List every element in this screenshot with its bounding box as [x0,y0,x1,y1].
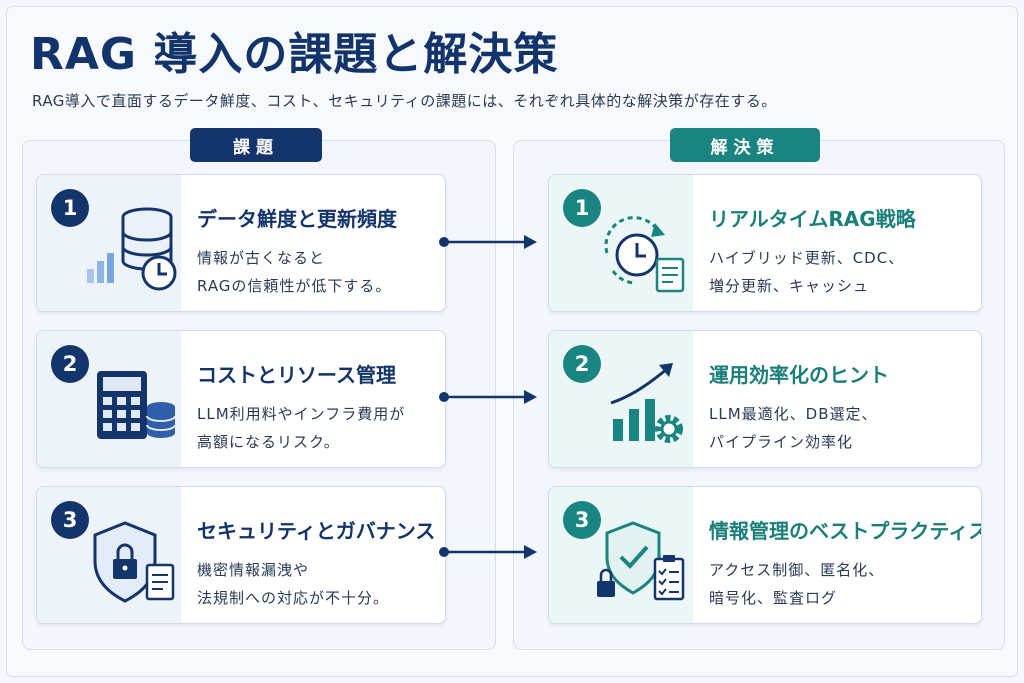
page-subtitle: RAG導入で直面するデータ鮮度、コスト、セキュリティの課題には、それぞれ具体的な… [32,92,777,110]
solution-card-2: 2 運用効率化のヒント LLM最適化、DB選定、 パイプライン効率化 [548,330,982,468]
number-badge: 1 [563,189,601,227]
database-clock-icon [87,207,177,291]
growth-chart-gear-icon [610,363,683,443]
arrow-connector-2 [439,390,537,404]
solution-heading: 情報管理のベストプラクティス [709,519,982,543]
solution-desc-line-1: LLM最適化、DB選定、 [709,405,878,423]
challenge-desc-line-1: LLM利用料やインフラ費用が [197,405,406,423]
challenge-desc-line-2: RAGの信頼性が低下する。 [197,277,392,295]
challenge-heading: コストとリソース管理 [197,363,396,387]
page-title: RAG 導入の課題と解決策 [30,29,559,80]
challenge-desc-line-2: 法規制への対応が不十分。 [197,589,390,607]
shield-check-checklist-icon [597,521,685,601]
challenge-card-2: 2 コストとリソース管理 LLM利用料やインフラ費用が 高額になるリスク。 [36,330,446,468]
number-badge: 1 [51,189,89,227]
number-badge: 3 [563,501,601,539]
challenge-card-3: 3 セキュリティとガバナンス 機密情報漏洩や 法規制への対応が不十分。 [36,486,446,624]
shield-lock-icon [93,521,175,603]
challenge-heading: セキュリティとガバナンス [197,519,436,543]
arrow-connector-3 [439,545,537,559]
calculator-coins-icon [97,371,176,439]
solution-desc-line-1: ハイブリッド更新、CDC、 [709,249,905,267]
solution-desc-line-2: パイプライン効率化 [709,433,854,451]
challenge-desc-line-1: 機密情報漏洩や [197,561,310,579]
arrow-connector-1 [439,235,537,249]
number-badge: 3 [51,501,89,539]
solutions-header: 解決策 [670,128,820,162]
number-badge: 2 [51,345,89,383]
challenge-heading: データ鮮度と更新頻度 [197,207,397,231]
solution-heading: 運用効率化のヒント [709,363,889,387]
solution-heading: リアルタイムRAG戦略 [709,207,916,231]
challenge-desc-line-1: 情報が古くなると [197,249,326,267]
solution-desc-line-1: アクセス制御、匿名化、 [709,561,885,579]
solution-desc-line-2: 暗号化、監査ログ [709,589,838,607]
clock-refresh-icon [604,216,685,293]
number-badge: 2 [563,345,601,383]
solution-card-1: 1 リアルタイムRAG戦略 ハイブリッド更新、CDC、 増分更新、キャッシュ [548,174,982,312]
challenge-card-1: 1 データ鮮度と更新頻度 情報が古くなると RAGの信頼性が低下する。 [36,174,446,312]
solution-desc-line-2: 増分更新、キャッシュ [709,277,870,295]
solution-card-3: 3 情報管理のベストプラクティス アクセス制御、匿名化、 暗号化、監査ログ [548,486,982,624]
challenge-desc-line-2: 高額になるリスク。 [197,433,340,451]
challenges-header: 課題 [190,128,322,162]
